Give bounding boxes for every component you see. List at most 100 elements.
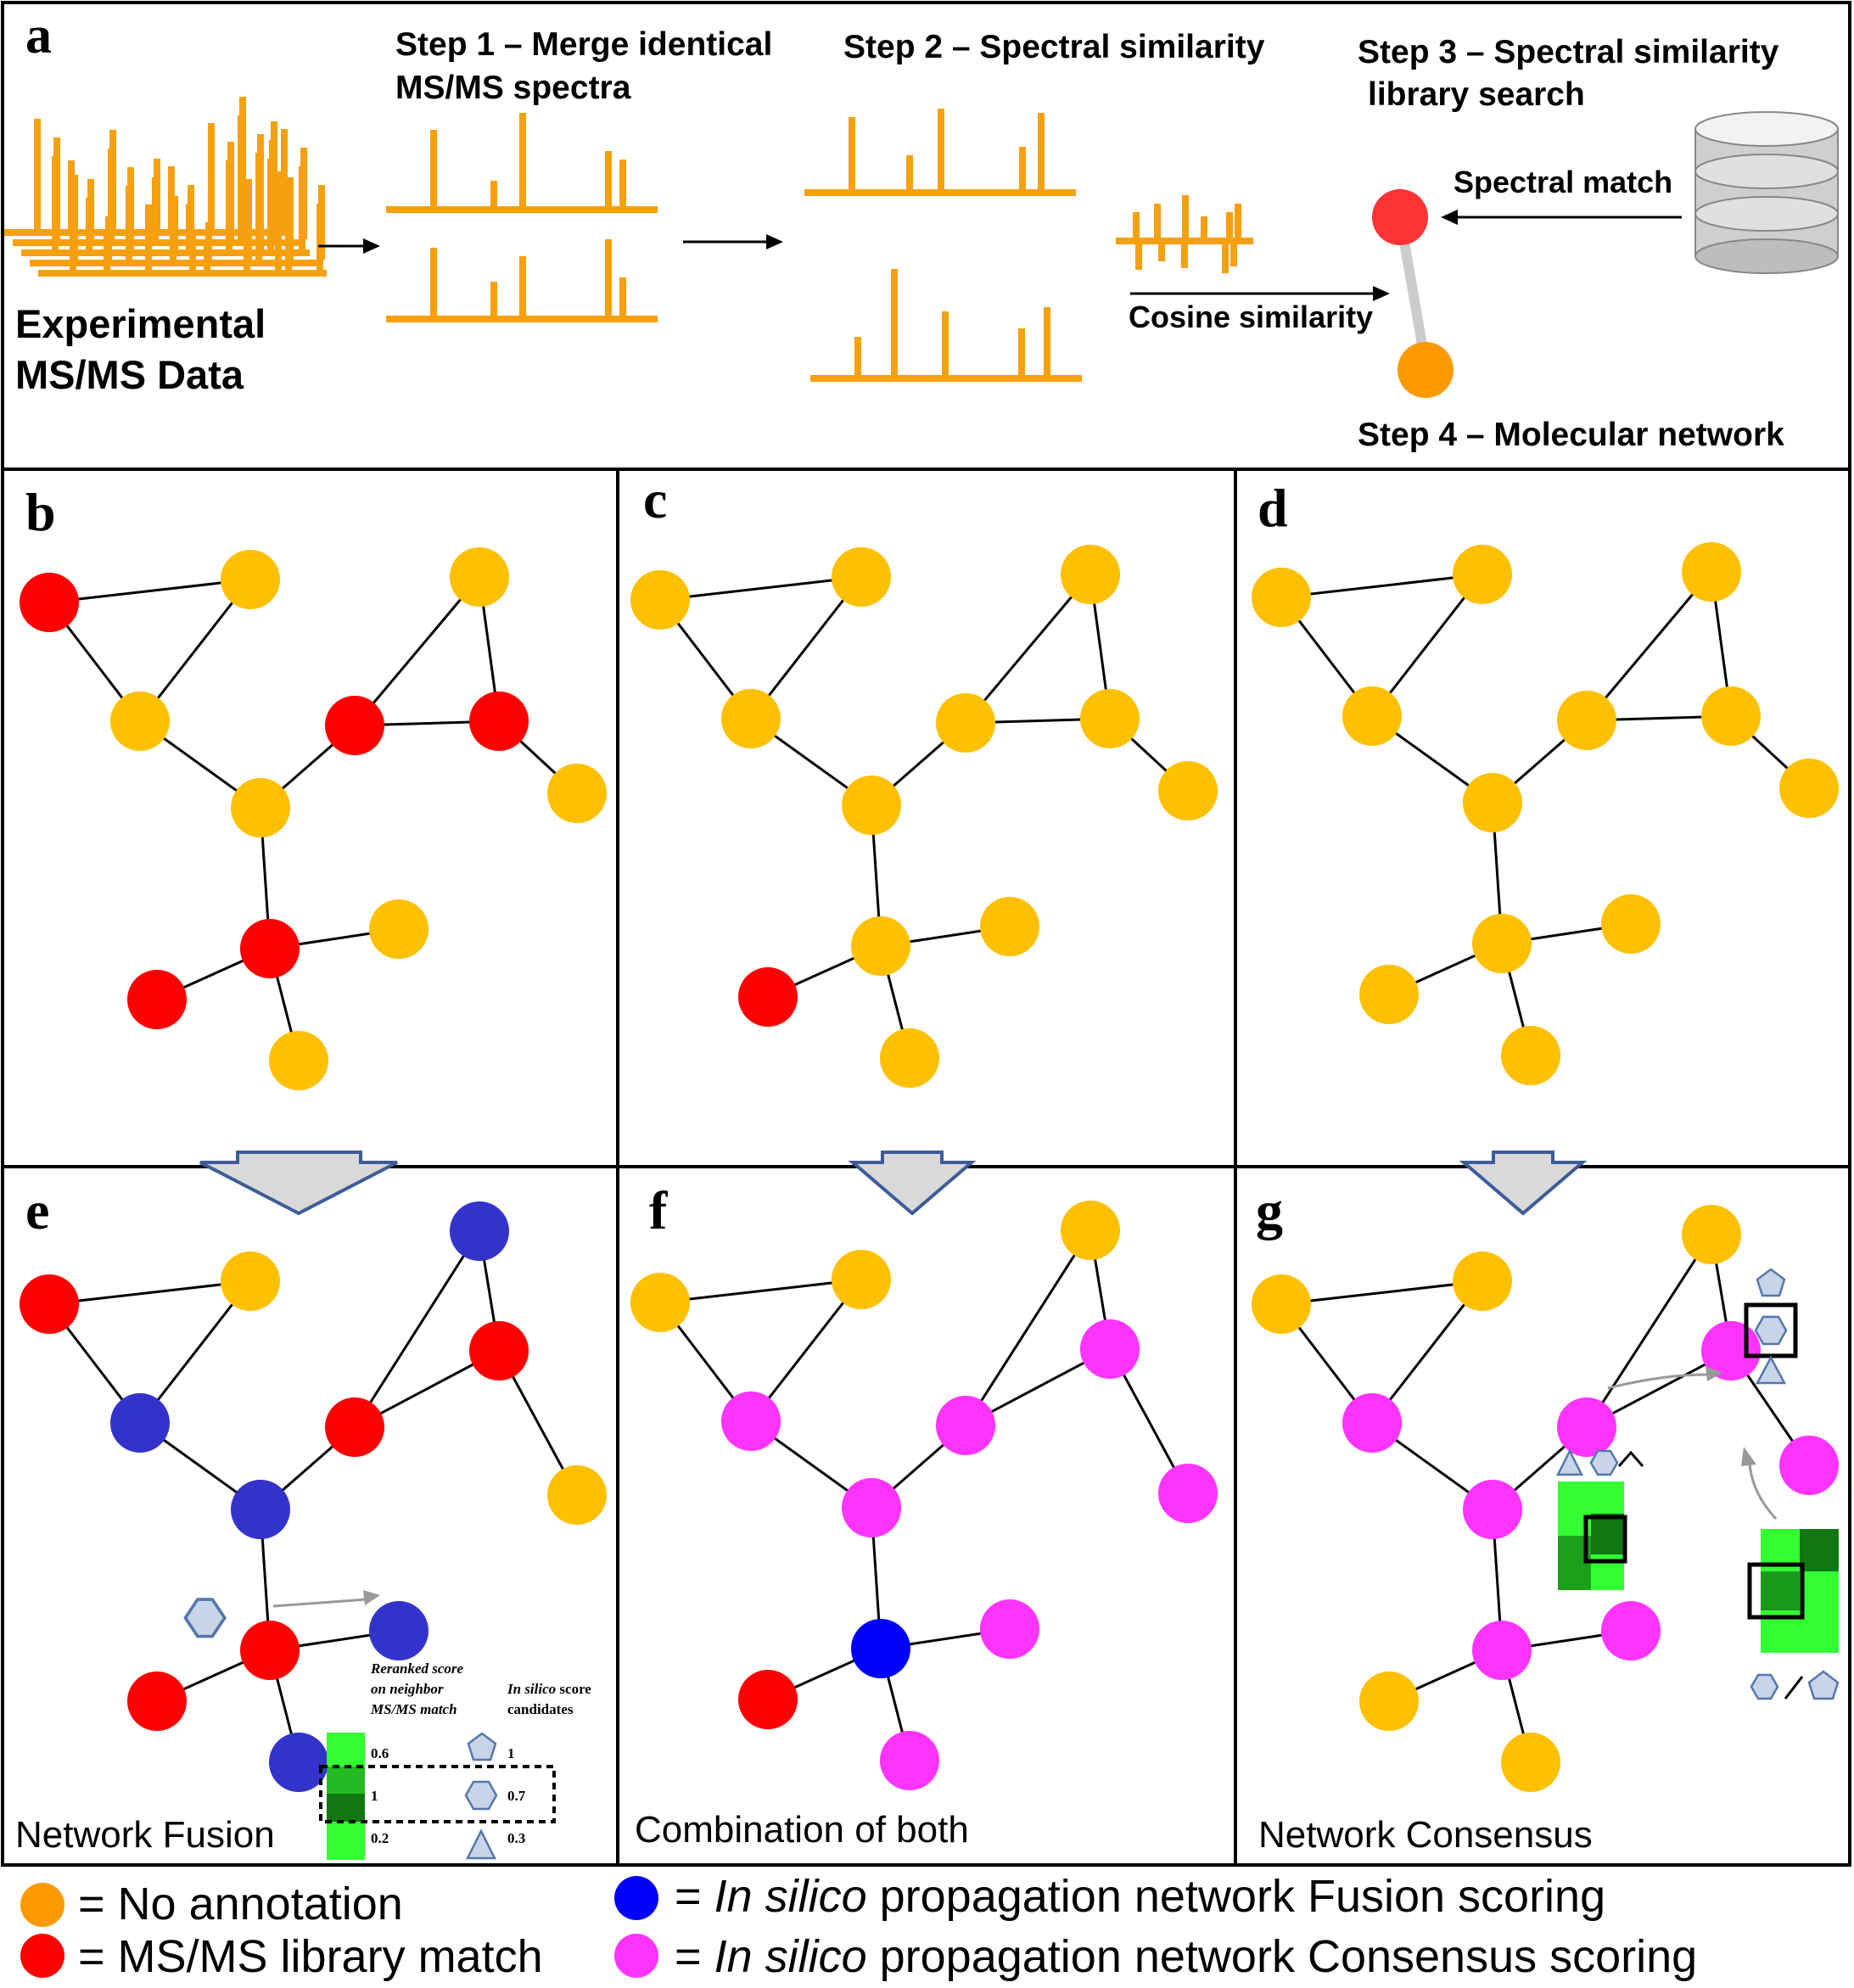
legend-swatch-fusion [614,1876,658,1920]
legend-consensus-eq: = [675,1931,702,1982]
network-node [842,776,901,835]
spectrum-baseline [13,239,301,246]
spectrum-peak [605,239,612,316]
spectrum-peak [1230,244,1237,266]
network-node [450,547,509,607]
network-node [469,1321,529,1380]
network-node [1453,1252,1512,1311]
spectrum-peak [1182,195,1189,238]
spectrum-peak [145,204,152,270]
spectrum-peak [126,186,132,260]
network-node [1682,542,1741,602]
network-edge [659,1278,862,1304]
legend-fusion: = In silico propagation network Fusion s… [675,1871,1605,1922]
triangle-icon [1755,1355,1787,1385]
spectrum-peak [281,129,288,229]
spectrum-peak [942,311,949,375]
spectrum-peak [244,198,250,270]
network-node [880,1028,939,1088]
spectrum-peak [186,204,193,249]
curved-arrow-2-head [1741,1447,1756,1466]
network-edge [1370,1280,1484,1424]
network-node [1601,1601,1661,1660]
network-d [1252,542,1839,1085]
spectrum-peak [255,153,262,260]
experimental-label-line2: MS/MS Data [15,352,244,397]
network-node [980,1599,1039,1659]
spectrum-similar-2 [810,269,1082,382]
spectrum-peak [189,233,196,270]
step1-label-line2: MS/MS spectra [395,70,631,106]
legend-swatch-no-annotation [20,1883,64,1927]
table-header-left-1: Reranked score [370,1660,464,1677]
pentagon-icon [467,1732,497,1761]
network-edge [138,579,252,722]
panel-letter-e: e [25,1180,49,1240]
network-node [738,1670,798,1729]
spectrum-peak [891,269,898,375]
database-bottom [1694,238,1839,274]
network-node [547,1465,607,1525]
score-matrix-1-cell-dark [1591,1514,1624,1554]
network-edge [48,1280,251,1306]
network-node [738,967,798,1027]
network-node [240,919,300,978]
spectrum-baseline [38,270,327,277]
networks-group [20,542,1839,1792]
pentagon-icon [1756,1268,1786,1297]
spectrum-peak [849,117,855,189]
step2-label: Step 2 – Spectral similarity [843,29,1265,65]
network-edge [1370,574,1484,717]
spectrum-peak [519,113,526,206]
score-table: Reranked score on neighbor MS/MS match I… [183,1590,591,1860]
table-header-left-2: on neighbor [371,1681,444,1697]
network-edge [964,1229,1092,1426]
hexagon-icon [183,1598,227,1638]
network-node [269,1031,328,1090]
network-g [1252,1205,1839,1792]
network-edge [353,1230,481,1428]
right-score-1: 1 [507,1745,515,1761]
network-node [369,1601,428,1660]
spectrum-peak [299,166,305,249]
network-node [450,1201,509,1261]
spectrum-merged-1 [386,113,658,213]
table-header-insilico: In silico [507,1681,556,1697]
spectrum-peak [226,160,232,249]
table-header-right-1: In silico score [507,1681,591,1697]
network-node [1080,1319,1140,1379]
spectrum-peak [275,171,282,270]
network-node [1779,1436,1839,1495]
spectrum-peak [938,109,944,189]
network-node [1061,545,1120,604]
down-arrows [199,1151,1588,1216]
score-cell-mid [327,1767,365,1794]
spectra-group [4,97,1253,382]
left-score-3: 0.2 [371,1830,389,1846]
network-node [1158,761,1218,820]
spectrum-peak [1044,307,1050,375]
network-node [721,689,781,748]
network-node [1472,914,1532,973]
network-node [1252,1274,1311,1334]
legend-consensus: = In silico propagation network Consensu… [675,1931,1697,1982]
spectrum-peak [34,119,41,229]
network-node [20,1274,79,1334]
spectrum-peak [1019,147,1026,189]
score-matrix-2-cell-dark [1761,1571,1800,1610]
network-node [221,1252,280,1311]
triangle-icon [1555,1448,1584,1476]
network-node [1682,1205,1741,1264]
spectrum-baseline [386,206,658,213]
separator-slash [1784,1676,1804,1700]
network-edge [1280,1280,1483,1306]
legend-fusion-rest: propagation network Fusion scoring [867,1871,1606,1922]
mini-network [1372,189,1454,398]
curved-arrow-1-head [1706,1366,1722,1381]
network-edge [353,576,481,726]
spectrum-peak [1235,204,1241,238]
database-icon [1694,111,1839,274]
network-node [1061,1201,1120,1260]
database-disk-2 [1694,154,1839,189]
spectrum-peak [104,235,110,270]
